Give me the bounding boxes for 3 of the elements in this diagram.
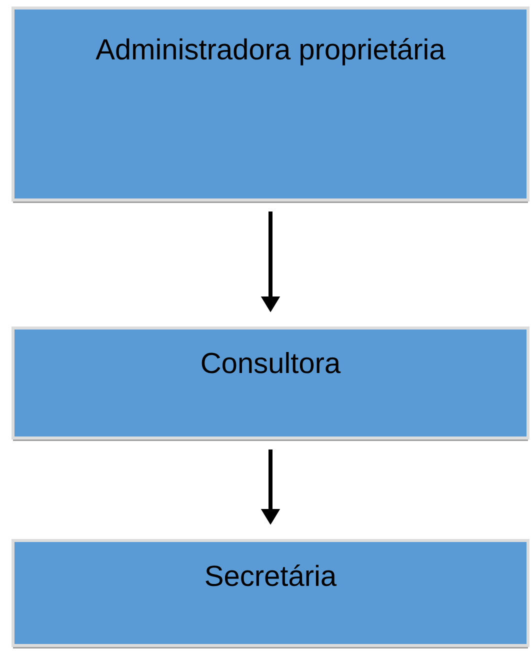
process-box: Administradora proprietária xyxy=(12,6,530,202)
process-box: Secretária xyxy=(12,539,530,647)
process-box: Consultora xyxy=(12,326,530,440)
